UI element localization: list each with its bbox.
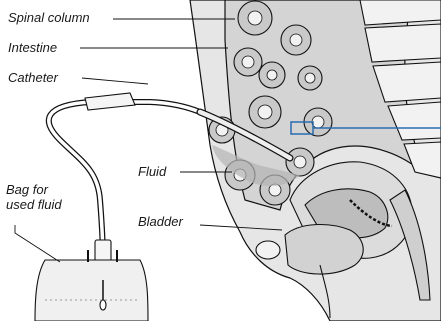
label-catheter: Catheter [8, 70, 58, 85]
label-bladder: Bladder [138, 214, 183, 229]
label-fluid: Fluid [138, 164, 166, 179]
label-intestine: Intestine [8, 40, 57, 55]
label-spinal-column: Spinal column [8, 10, 90, 25]
label-bag-line-1: Bag for [6, 182, 86, 197]
drainage-bag [35, 250, 148, 321]
label-bag-for-used-fluid: Bag for used fluid [6, 182, 86, 212]
label-bag-line-2: used fluid [6, 197, 86, 212]
